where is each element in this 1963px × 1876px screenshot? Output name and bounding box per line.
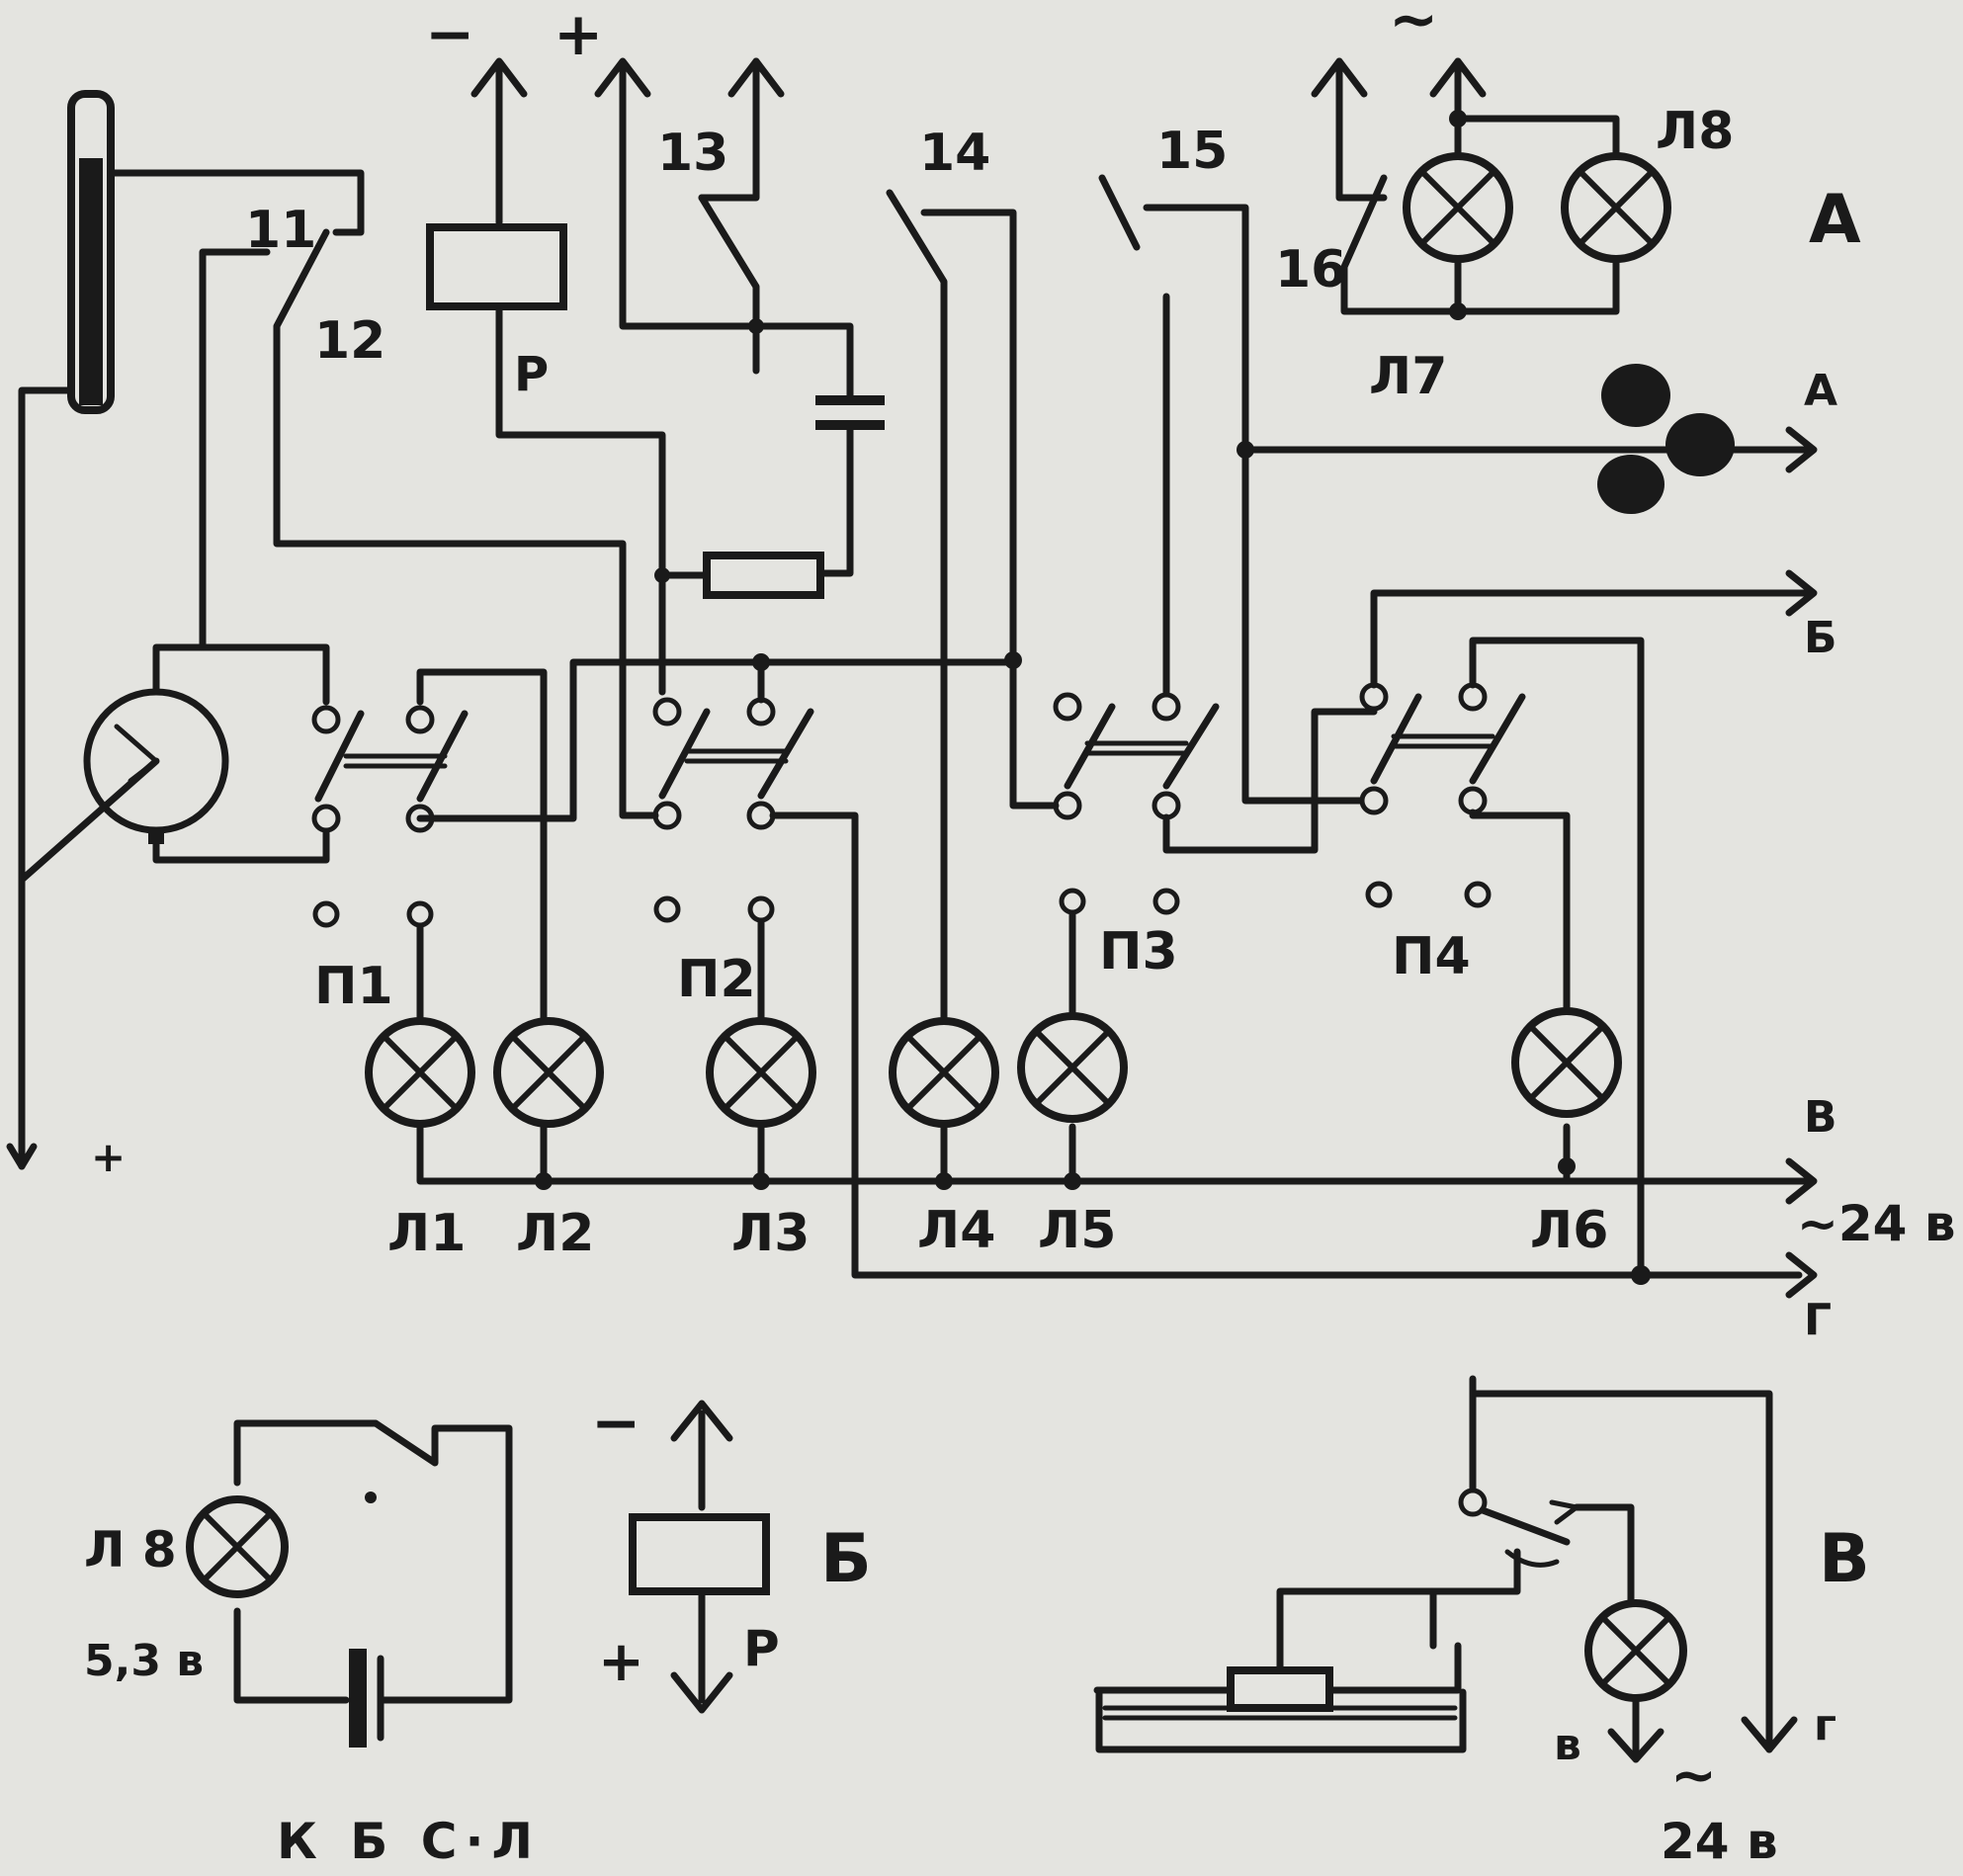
lamp-l3-label: Л3	[731, 1204, 810, 1263]
lamp-l3-icon	[706, 1017, 816, 1128]
switch-15-label: 15	[1156, 122, 1228, 181]
lamp-l8-icon	[1561, 152, 1671, 263]
program-switch-p4: П4 Б	[1359, 569, 1837, 1279]
switch-13-circuit: 13	[654, 57, 885, 599]
output-g-label: Г	[1804, 1295, 1832, 1345]
panel-b-lamp-voltage: 5,3 в	[84, 1636, 204, 1686]
lamp-l1-label: Л1	[387, 1204, 466, 1263]
relay-p: Р	[426, 223, 666, 696]
panel-b-minus-label: −	[591, 1389, 640, 1458]
lamp-l5-label: Л5	[1038, 1201, 1116, 1260]
switch-14: 14	[886, 124, 1017, 1022]
lamp-l1-icon	[365, 1017, 475, 1128]
panel-b-label: Б	[820, 1520, 872, 1598]
lamp-l6-icon	[1511, 1007, 1622, 1118]
panel-b-relay-icon	[629, 1513, 770, 1595]
panel-v-output-g-label: г	[1814, 1700, 1836, 1750]
relay-p-label: Р	[514, 347, 549, 402]
panel-b-lamp-label: Л 8	[84, 1521, 177, 1578]
panel-b-relay-label: Р	[743, 1620, 780, 1677]
ac-symbol-top: ~	[1389, 0, 1438, 54]
output-a-label: А	[1804, 366, 1837, 416]
thermometer-plus-label: +	[91, 1133, 126, 1181]
fan-output-a: А А	[1241, 181, 1861, 514]
lamp-l2-label: Л2	[516, 1204, 594, 1263]
output-b-label: Б	[1804, 613, 1837, 663]
lamp-l2-icon	[493, 1017, 604, 1128]
program-switch-p3: П3	[1004, 651, 1378, 1022]
lamp-l7-icon	[1403, 152, 1513, 263]
thermometer: +	[6, 90, 365, 1181]
program-switch-p3-label: П3	[1099, 922, 1178, 981]
lamp-row: Л1 Л2 Л3 Л4 Л5 Л6 В Г ~24 в	[365, 1007, 1956, 1345]
lamp-l8-label: Л8	[1656, 102, 1734, 161]
panel-a: + 11 12 − + Р	[6, 0, 1956, 1345]
panel-v: в г ~ 24 в В	[1093, 1375, 1870, 1870]
lamp-l8-small-icon	[186, 1495, 289, 1598]
program-switch-p1: П1	[311, 658, 1017, 1185]
panel-v-label: В	[1819, 1520, 1870, 1598]
fan-icon	[1601, 364, 1670, 427]
lamp-l6-label: Л6	[1530, 1201, 1608, 1260]
lamp-l7-label: Л7	[1369, 347, 1447, 406]
panel-v-supply-label: 24 в	[1661, 1813, 1778, 1870]
power-terminals: − +	[425, 0, 760, 375]
minus-label: −	[425, 0, 474, 69]
timer-clock	[18, 643, 330, 884]
battery-icon	[349, 1649, 367, 1748]
program-switch-p2: П2	[619, 653, 1803, 1279]
switch-12-label: 12	[314, 311, 385, 371]
panel-v-output-v-label: в	[1554, 1720, 1581, 1770]
program-switch-p2-label: П2	[677, 950, 756, 1009]
switch-16-label: 16	[1275, 240, 1346, 299]
switch-11-label: 11	[245, 201, 316, 260]
plus-label: +	[554, 0, 603, 69]
lamp-l4-label: Л4	[917, 1201, 995, 1260]
lamp-l4-icon	[889, 1017, 999, 1128]
panel-b-plus-label: +	[598, 1630, 644, 1694]
switch-14-label: 14	[919, 124, 990, 183]
float-icon	[1227, 1666, 1333, 1712]
switch-15: 15	[1098, 122, 1378, 805]
switch-13-label: 13	[657, 124, 728, 183]
panel-b-button-label: К Б С·Л	[277, 1813, 541, 1870]
supply-ac-label: ~24 в	[1797, 1195, 1956, 1252]
switch-16-lamps: ~ 16 Л7 Л8	[1275, 0, 1734, 406]
program-switch-p1-label: П1	[314, 957, 393, 1016]
program-switch-p4-label: П4	[1392, 927, 1471, 986]
panel-v-ac-symbol: ~	[1670, 1744, 1717, 1808]
lamp-l5-icon	[1017, 1012, 1128, 1123]
output-v-label: В	[1804, 1092, 1837, 1143]
switch-11-12: 11 12	[199, 201, 627, 814]
panel-b: Л 8 5,3 в К Б С·Л − + Р Б	[84, 1389, 872, 1870]
panel-v-lamp-icon	[1584, 1599, 1687, 1702]
panel-a-label: А	[1809, 181, 1861, 259]
